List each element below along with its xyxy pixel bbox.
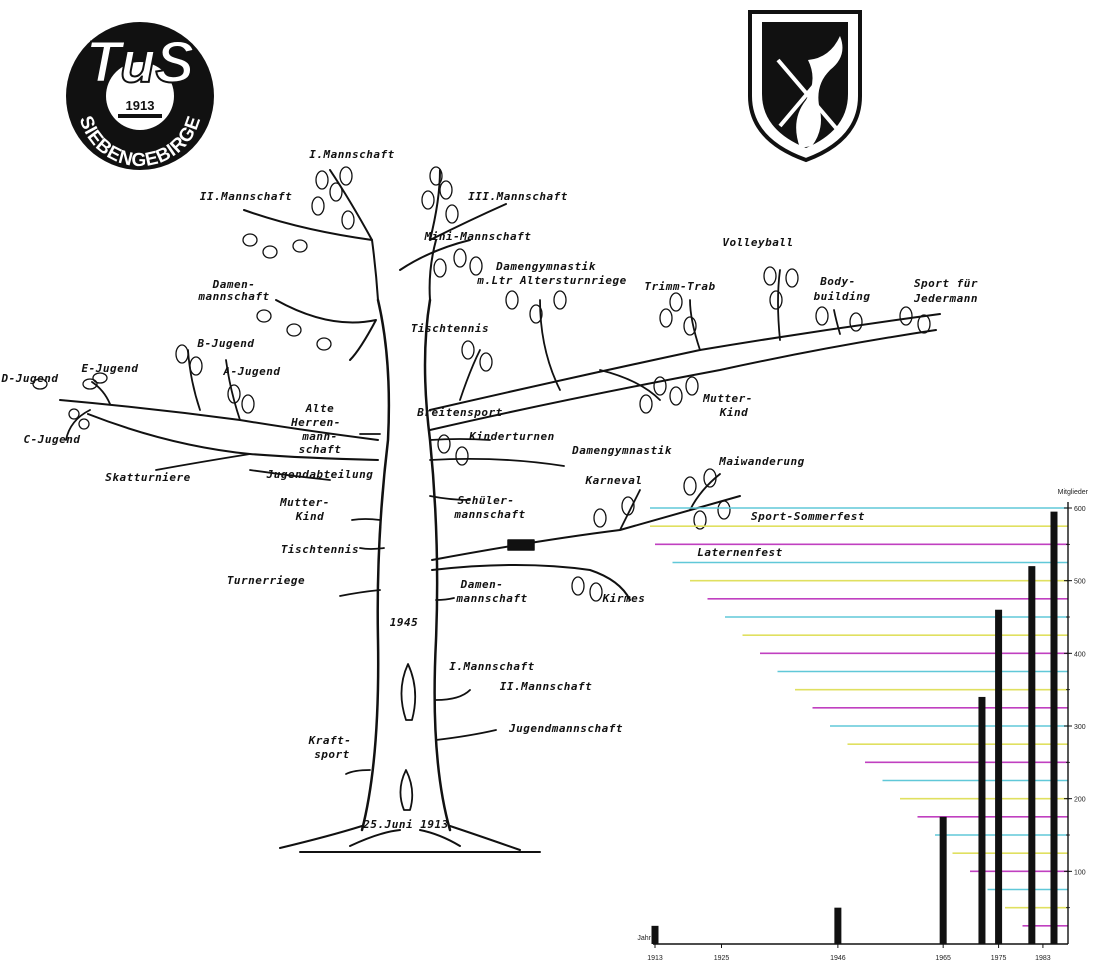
lbl-mutter-kind-r2: Kind: [719, 406, 749, 419]
lbl-1-mannschaft-top: I.Mannschaft: [309, 148, 394, 161]
y-tick-label: 200: [1074, 797, 1086, 804]
lbl-karneval: Karneval: [585, 474, 643, 487]
lbl-damen-mannschaft-low2: mannschaft: [455, 592, 527, 605]
lbl-breitensport: Breitensport: [416, 406, 502, 419]
y-axis-label: Mitglieder: [1058, 489, 1089, 496]
logo-top-text: TuS: [86, 30, 195, 95]
x-tick-label: 1925: [714, 955, 730, 962]
lbl-a-jugend: A-Jugend: [223, 365, 281, 378]
lbl-2-mannschaft-top: II.Mannschaft: [200, 190, 293, 203]
lbl-sport-jedermann2: Jedermann: [913, 292, 978, 305]
y-tick-label: 500: [1074, 579, 1086, 586]
lbl-alte-herren4: schaft: [299, 443, 342, 456]
x-tick-label: 1965: [935, 955, 951, 962]
bar: [995, 610, 1002, 944]
lbl-sport-sommerfest: Sport-Sommerfest: [751, 510, 865, 523]
lbl-e-jugend: E-Jugend: [82, 362, 139, 375]
lbl-tischtennis-l: Tischtennis: [281, 543, 359, 556]
lbl-trimm: Trimm-Trab: [644, 280, 715, 293]
tree-trunk: [362, 300, 450, 830]
y-tick-label: 300: [1074, 724, 1086, 731]
lbl-jugendmannschaft: Jugendmannschaft: [508, 722, 623, 735]
lbl-b-jugend: B-Jugend: [197, 337, 255, 350]
lbl-volleyball: Volleyball: [722, 236, 793, 249]
lbl-damen-mannschaft-low: Damen-: [460, 578, 504, 591]
lbl-skatturniere: Skatturniere: [105, 471, 190, 484]
lbl-tischtennis-top: Tischtennis: [411, 322, 489, 335]
bar: [1028, 566, 1035, 944]
y-tick-label: 600: [1074, 506, 1086, 513]
lbl-2-mannschaft-low: II.Mannschaft: [500, 680, 593, 693]
x-tick-label: 1913: [647, 955, 663, 962]
lbl-alte-herren: Alte: [305, 402, 335, 415]
lbl-damen-mannschaft-top2: mannschaft: [197, 290, 269, 303]
lbl-damengymnastik: Damengymnastik: [571, 444, 672, 457]
lbl-maiwanderung: Maiwanderung: [718, 455, 804, 468]
lbl-body: Body-: [819, 275, 856, 288]
lbl-kirmes: Kirmes: [602, 592, 646, 605]
bar: [978, 697, 985, 944]
lbl-mutter-kind-r: Mutter-: [702, 392, 753, 405]
lbl-kraftsport: Kraft-: [308, 734, 352, 747]
lbl-laternenfest: Laternenfest: [697, 546, 782, 559]
x-tick-label: 1946: [830, 955, 846, 962]
bar: [652, 926, 659, 944]
club-logo: TuS 1913 SIEBENGEBIRGE: [66, 22, 214, 171]
lbl-kraftsport2: sport: [314, 748, 350, 761]
lbl-turnerriege: Turnerriege: [227, 574, 305, 587]
coat-of-arms-shield-icon: [750, 12, 860, 160]
logo-year: 1913: [126, 98, 155, 113]
lbl-schueler: Schüler-: [458, 494, 515, 507]
lbl-kinderturnen: Kinderturnen: [468, 430, 554, 443]
lbl-body2: building: [814, 290, 871, 303]
lbl-sport-jedermann: Sport für: [914, 277, 978, 290]
lbl-mutter-kind-l: Mutter-: [279, 496, 330, 509]
y-tick-label: 100: [1074, 869, 1086, 876]
lbl-3-mannschaft-top: III.Mannschaft: [468, 190, 568, 203]
lbl-mini-mannschaft: Mini-Mannschaft: [424, 230, 532, 243]
lbl-jugendabteilung: Jugendabteilung: [266, 468, 374, 481]
lbl-founded: 25.Juni 1913: [362, 818, 448, 831]
lbl-d-jugend: D-Jugend: [1, 372, 59, 385]
lbl-alte-herren2: Herren-: [290, 416, 341, 429]
y-tick-label: 400: [1074, 651, 1086, 658]
x-tick-label: 1983: [1035, 955, 1051, 962]
x-axis-label: Jahr: [637, 935, 651, 942]
lbl-damengym-mit: Damengymnastik: [495, 260, 596, 273]
lbl-c-jugend: C-Jugend: [24, 433, 81, 446]
bar: [940, 817, 947, 944]
lbl-schueler2: mannschaft: [453, 508, 525, 521]
lbl-damengym-mit2: m.Ltr Altersturnriege: [476, 274, 627, 287]
lbl-1945: 1945: [390, 616, 419, 629]
lbl-1-mannschaft-low: I.Mannschaft: [449, 660, 534, 673]
bar: [1051, 512, 1058, 944]
x-tick-label: 1975: [991, 955, 1007, 962]
lbl-mutter-kind-l2: Kind: [295, 510, 325, 523]
bar: [834, 908, 841, 944]
lbl-alte-herren3: mann-: [301, 430, 338, 443]
